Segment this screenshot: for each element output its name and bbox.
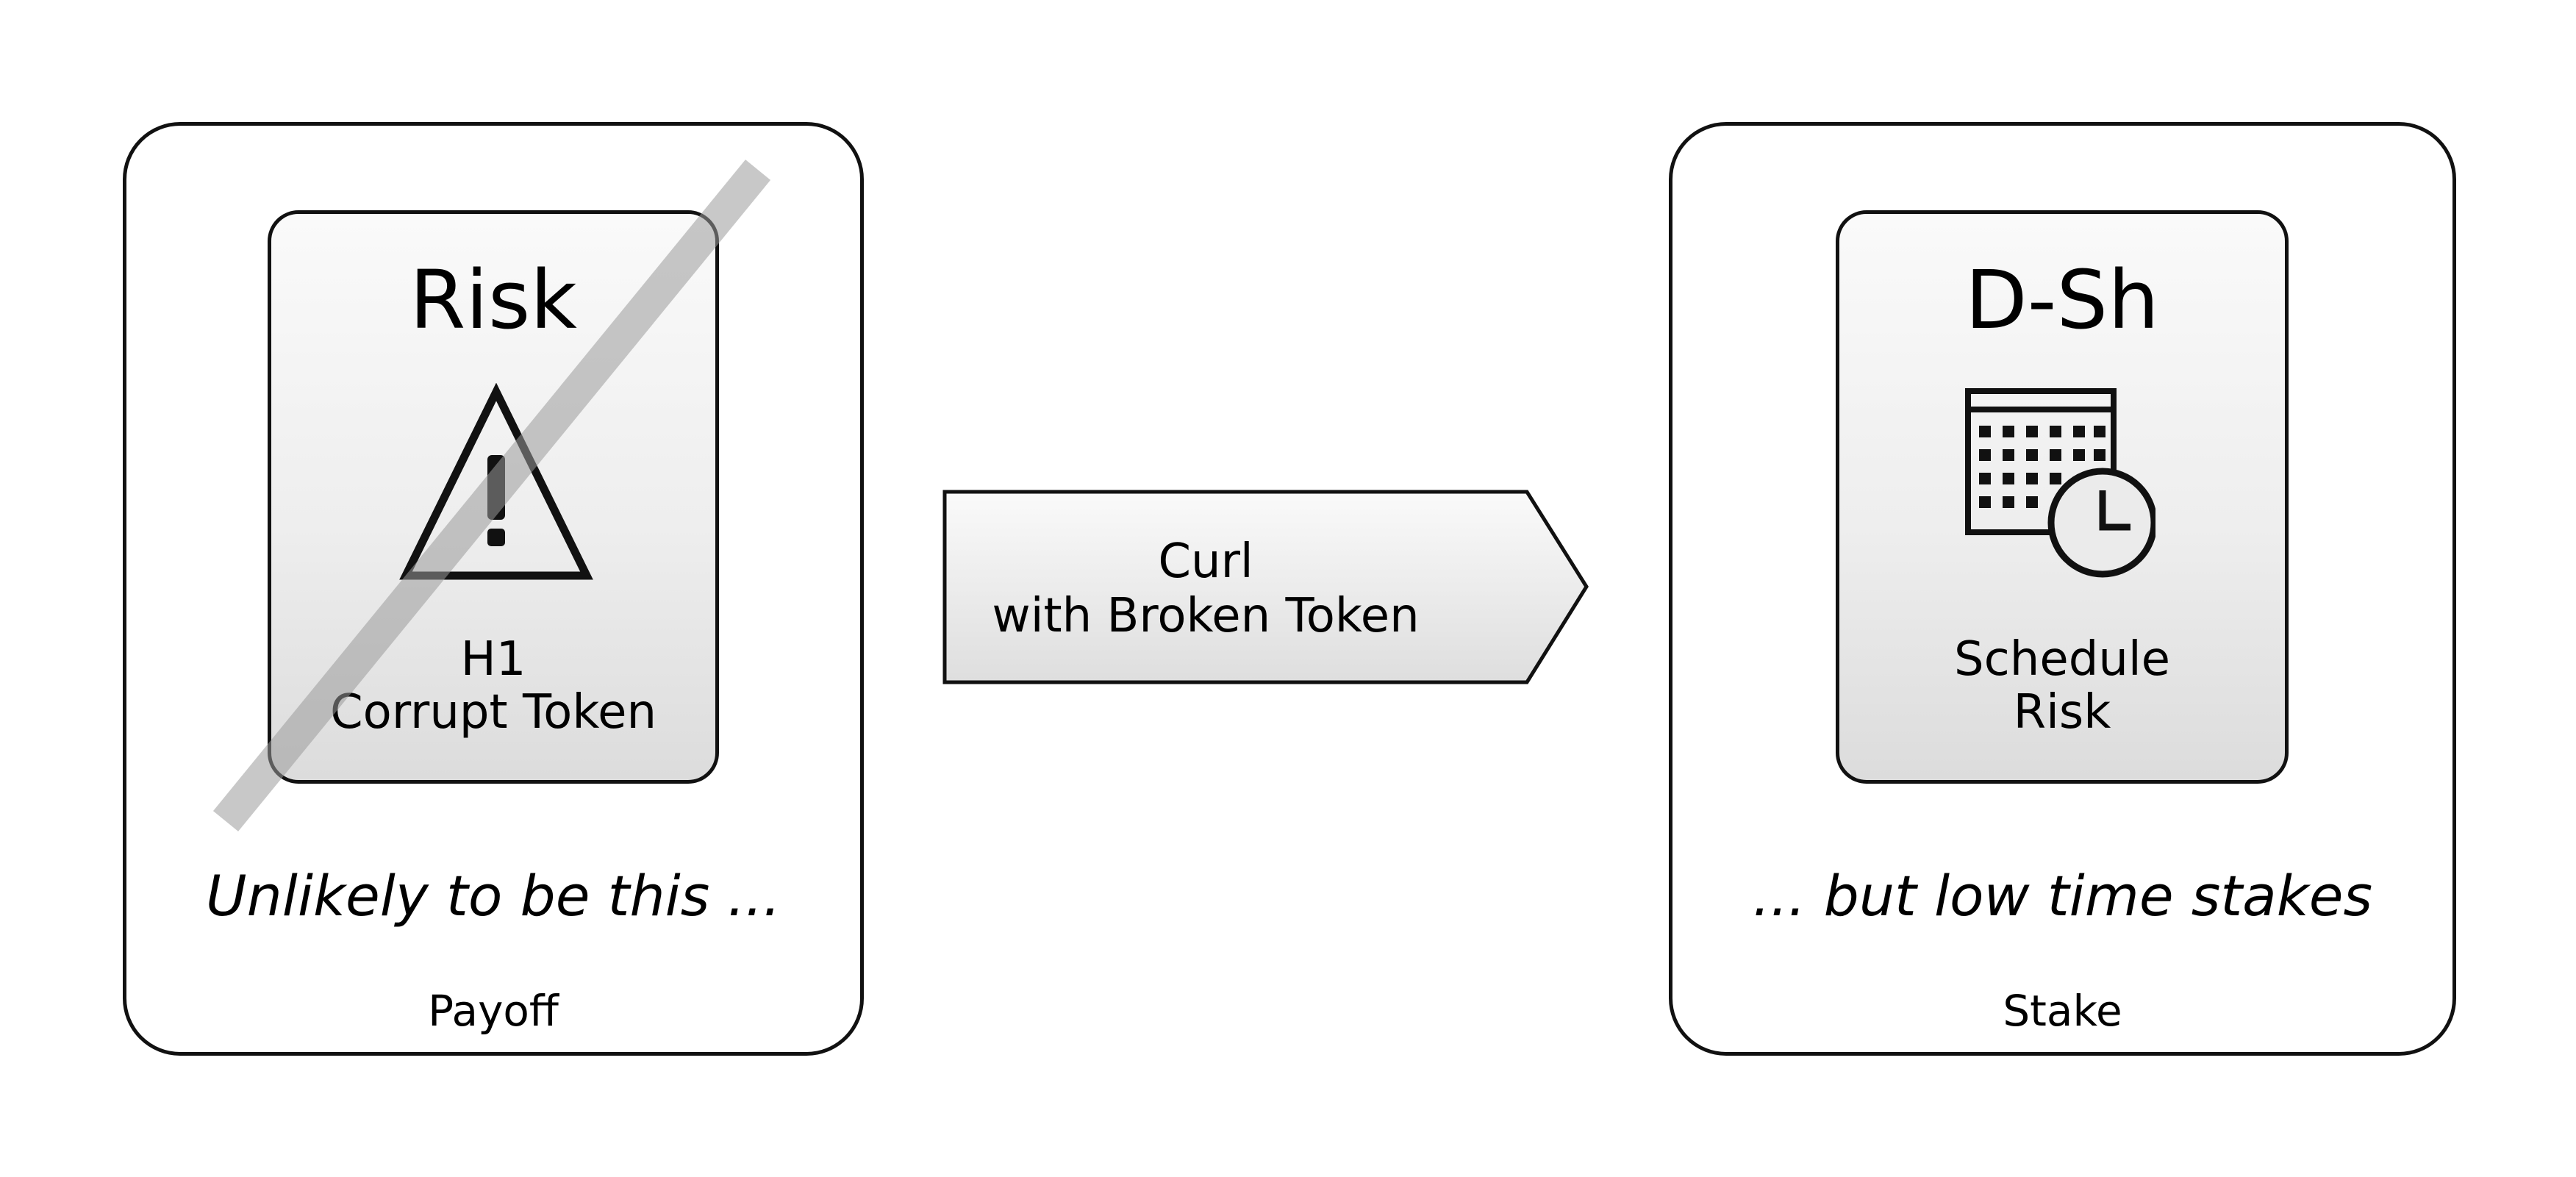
arrow-label-line1: Curl bbox=[1158, 534, 1253, 589]
calendar-clock-icon bbox=[1965, 388, 2155, 578]
risk-card-caption: H1 Corrupt Token bbox=[271, 633, 715, 739]
payoff-tagline: Unlikely to be this ... bbox=[206, 863, 781, 929]
arrow-label: Curl with Broken Token bbox=[948, 534, 1463, 643]
risk-card-caption-line2: Corrupt Token bbox=[329, 685, 657, 740]
stake-tagline: ... but low time stakes bbox=[1752, 863, 2373, 929]
dsh-card: D-Sh Schedule Risk bbox=[1836, 210, 2289, 784]
stake-label: Stake bbox=[2003, 986, 2122, 1036]
payoff-label: Payoff bbox=[428, 986, 559, 1036]
dsh-card-caption-line1: Schedule bbox=[1953, 632, 2171, 687]
dsh-card-title: D-Sh bbox=[1965, 253, 2159, 347]
dsh-card-caption: Schedule Risk bbox=[1839, 633, 2285, 739]
dsh-card-caption-line2: Risk bbox=[2013, 685, 2111, 740]
risk-card-caption-line1: H1 bbox=[460, 632, 526, 687]
arrow-label-line2: with Broken Token bbox=[992, 589, 1420, 643]
risk-card-title: Risk bbox=[409, 253, 577, 347]
